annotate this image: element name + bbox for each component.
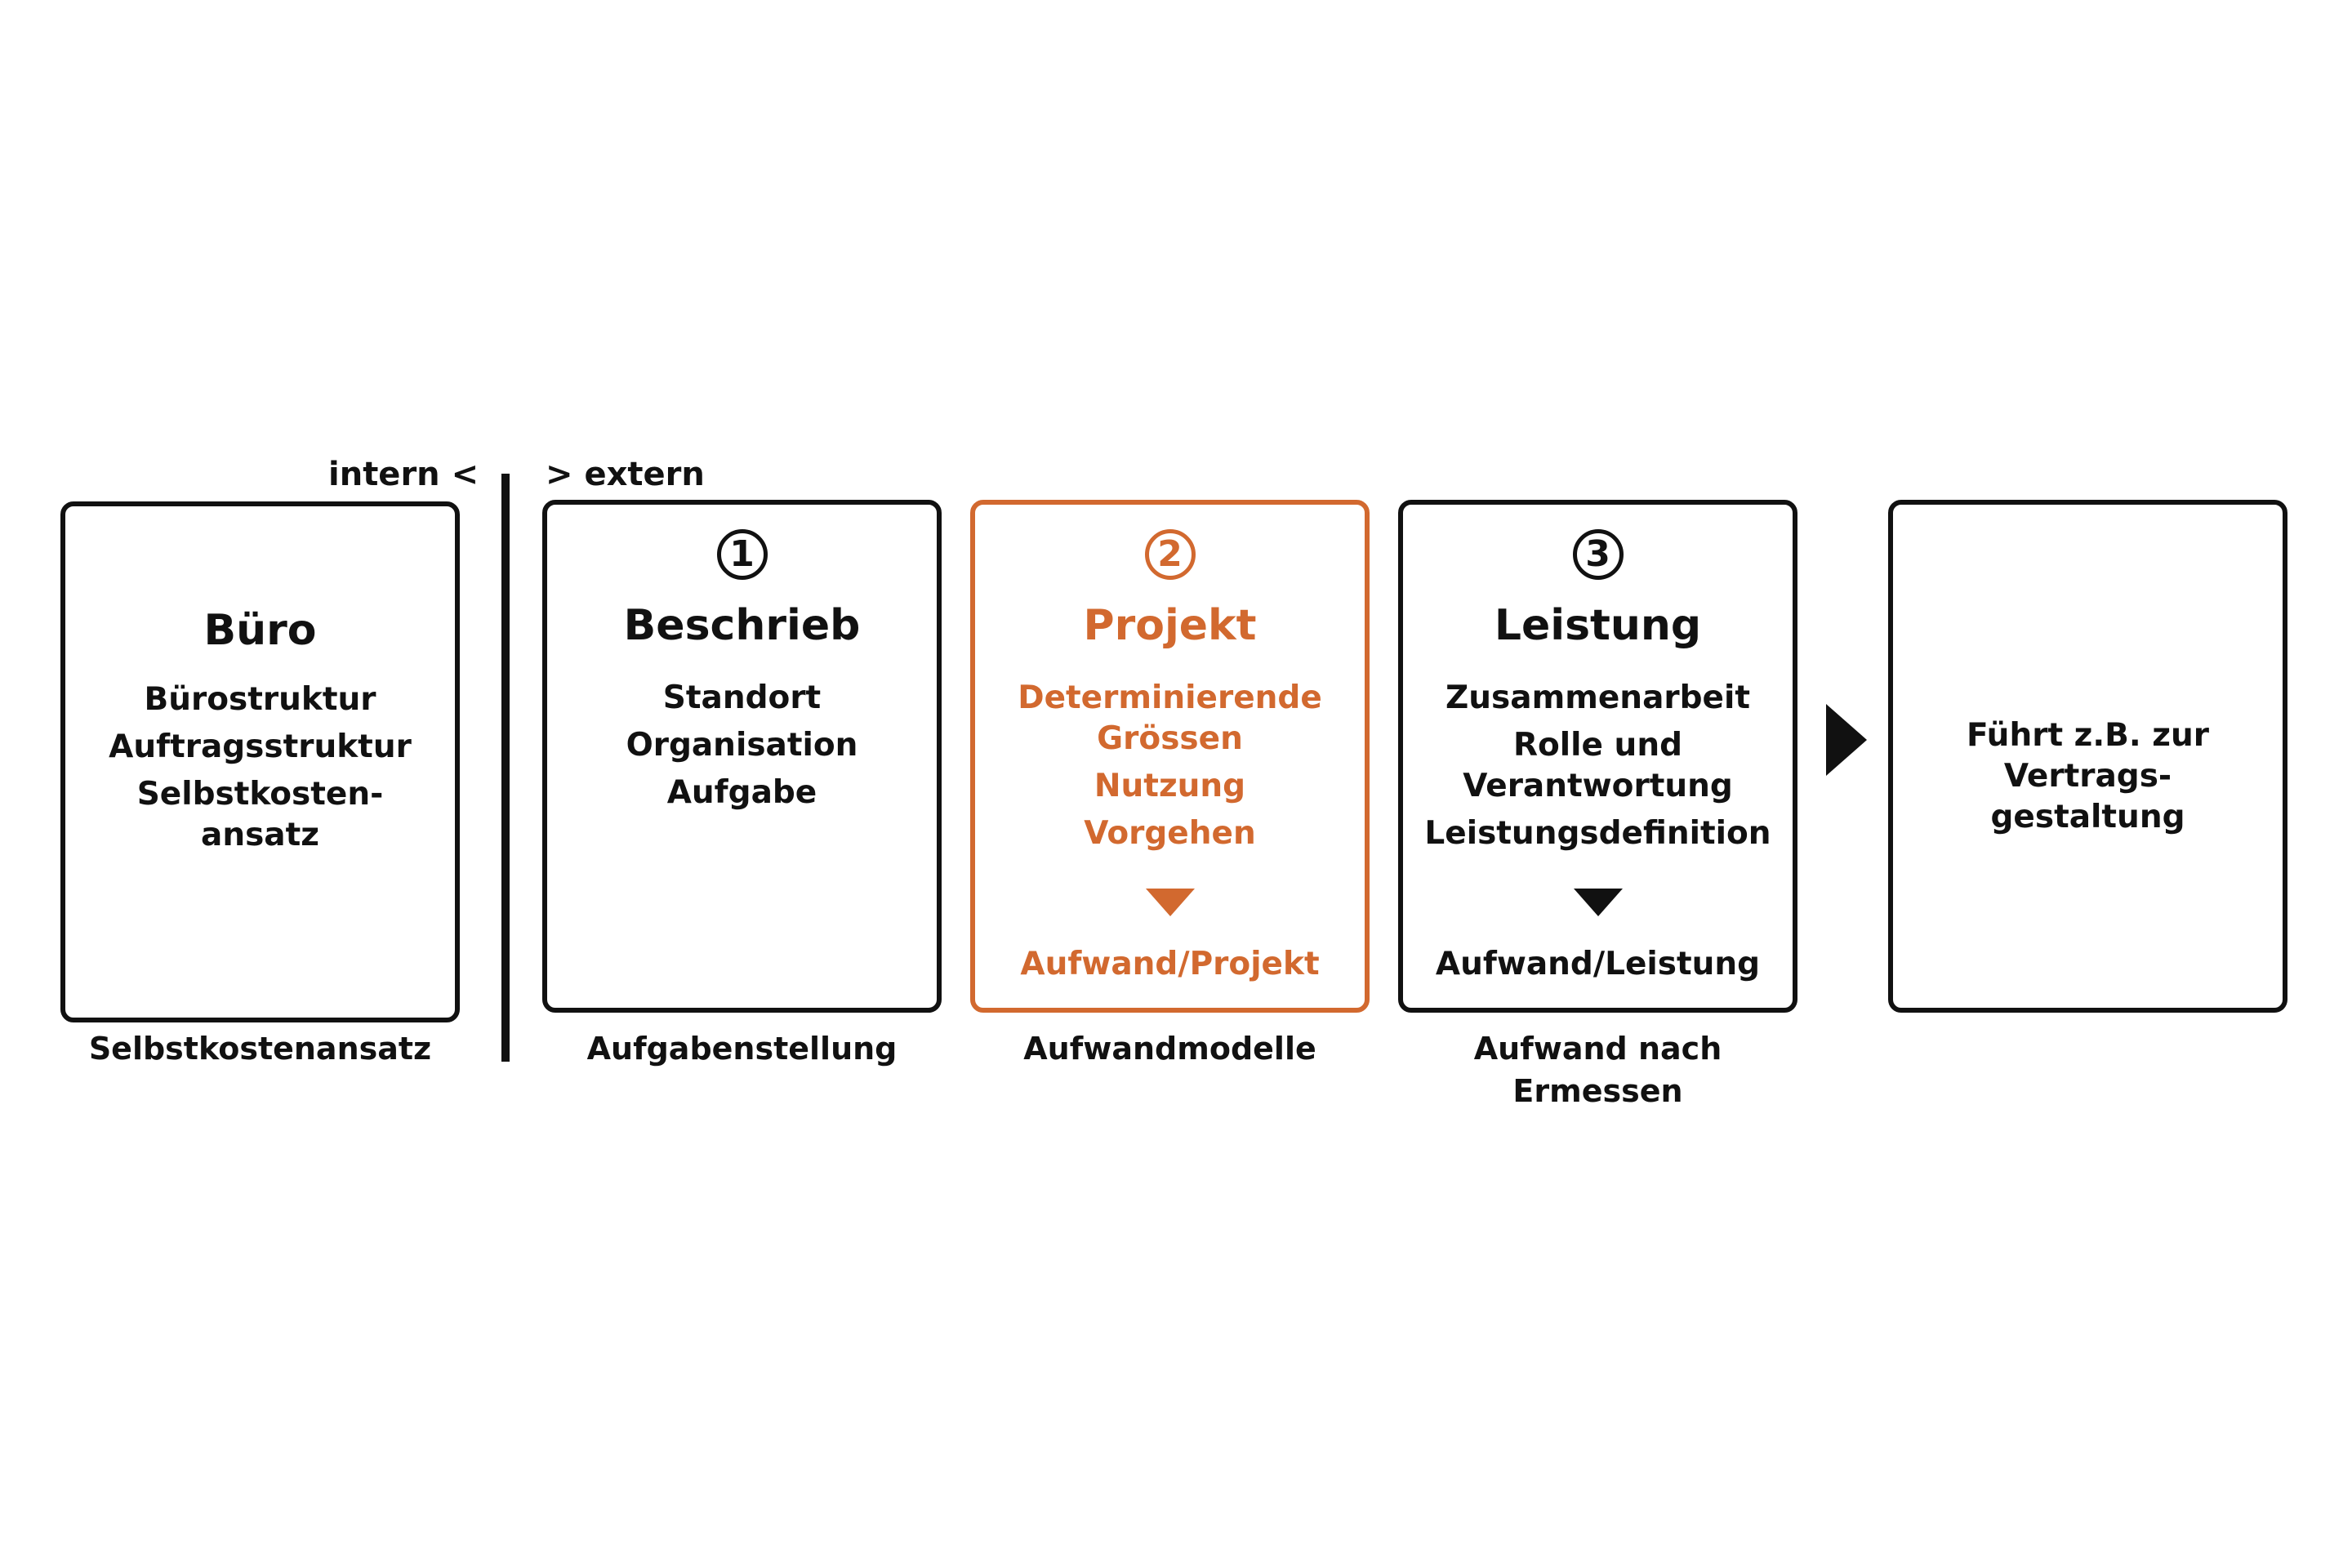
box-leistung: 3 Leistung Zusammenarbeit Rolle und Vera… <box>1398 500 1797 1013</box>
box-item: Bürostruktur <box>144 681 376 718</box>
box-projekt: 2 Projekt Determinierende Grössen Nutzun… <box>970 500 1370 1013</box>
caption-projekt: Aufwandmodelle <box>1023 1031 1316 1067</box>
box-item: Nutzung <box>1094 768 1246 804</box>
box-result: Aufwand/Leistung <box>1435 946 1761 982</box>
box-title: Beschrieb <box>623 601 861 650</box>
box-items: Bürostruktur Auftragsstruktur Selbstkost… <box>65 679 455 862</box>
down-arrow-icon <box>1573 889 1623 916</box>
box-item: Selbstkosten- ansatz <box>136 776 384 853</box>
box-result: Aufwand/Projekt <box>1020 946 1320 982</box>
box-buero: Büro Bürostruktur Auftragsstruktur Selbs… <box>60 501 460 1022</box>
caption-leistung: Aufwand nach Ermessen <box>1473 1031 1722 1109</box>
caption-buero: Selbstkostenansatz <box>88 1031 432 1067</box>
step-badge: 1 <box>716 529 768 580</box>
box-item: Leistungsdefinition <box>1424 815 1771 852</box>
intern-extern-divider <box>501 474 510 1062</box>
step-badge: 2 <box>1144 529 1196 580</box>
box-items: Determinierende Grössen Nutzung Vorgehen <box>975 678 1365 861</box>
box-title: Leistung <box>1494 601 1702 650</box>
box-item: Organisation <box>626 727 858 764</box>
box-item: Standort <box>662 679 822 716</box>
box-items: Zusammenarbeit Rolle und Verantwortung L… <box>1403 678 1793 861</box>
box-item: Führt z.B. zur Vertrags- gestaltung <box>1966 717 2209 835</box>
box-outcome: Führt z.B. zur Vertrags- gestaltung <box>1888 500 2287 1013</box>
down-arrow-icon <box>1145 889 1195 916</box>
right-arrow-icon <box>1826 704 1867 776</box>
box-item: Rolle und Verantwortung <box>1463 727 1733 804</box>
box-item: Vorgehen <box>1084 815 1256 852</box>
box-beschrieb: 1 Beschrieb Standort Organisation Aufgab… <box>542 500 942 1013</box>
box-item: Aufgabe <box>666 774 817 811</box>
box-item: Zusammenarbeit <box>1446 679 1750 716</box>
box-items: Führt z.B. zur Vertrags- gestaltung <box>1893 715 2283 844</box>
extern-label: > extern <box>546 456 705 493</box>
box-title: Büro <box>203 606 317 655</box>
box-item: Determinierende Grössen <box>1018 679 1322 757</box>
box-items: Standort Organisation Aufgabe <box>547 678 937 820</box>
box-item: Auftragsstruktur <box>109 728 412 765</box>
box-title: Projekt <box>1083 601 1257 650</box>
caption-beschrieb: Aufgabenstellung <box>586 1031 898 1067</box>
intern-label: intern < <box>328 456 479 493</box>
step-badge: 3 <box>1572 529 1624 580</box>
